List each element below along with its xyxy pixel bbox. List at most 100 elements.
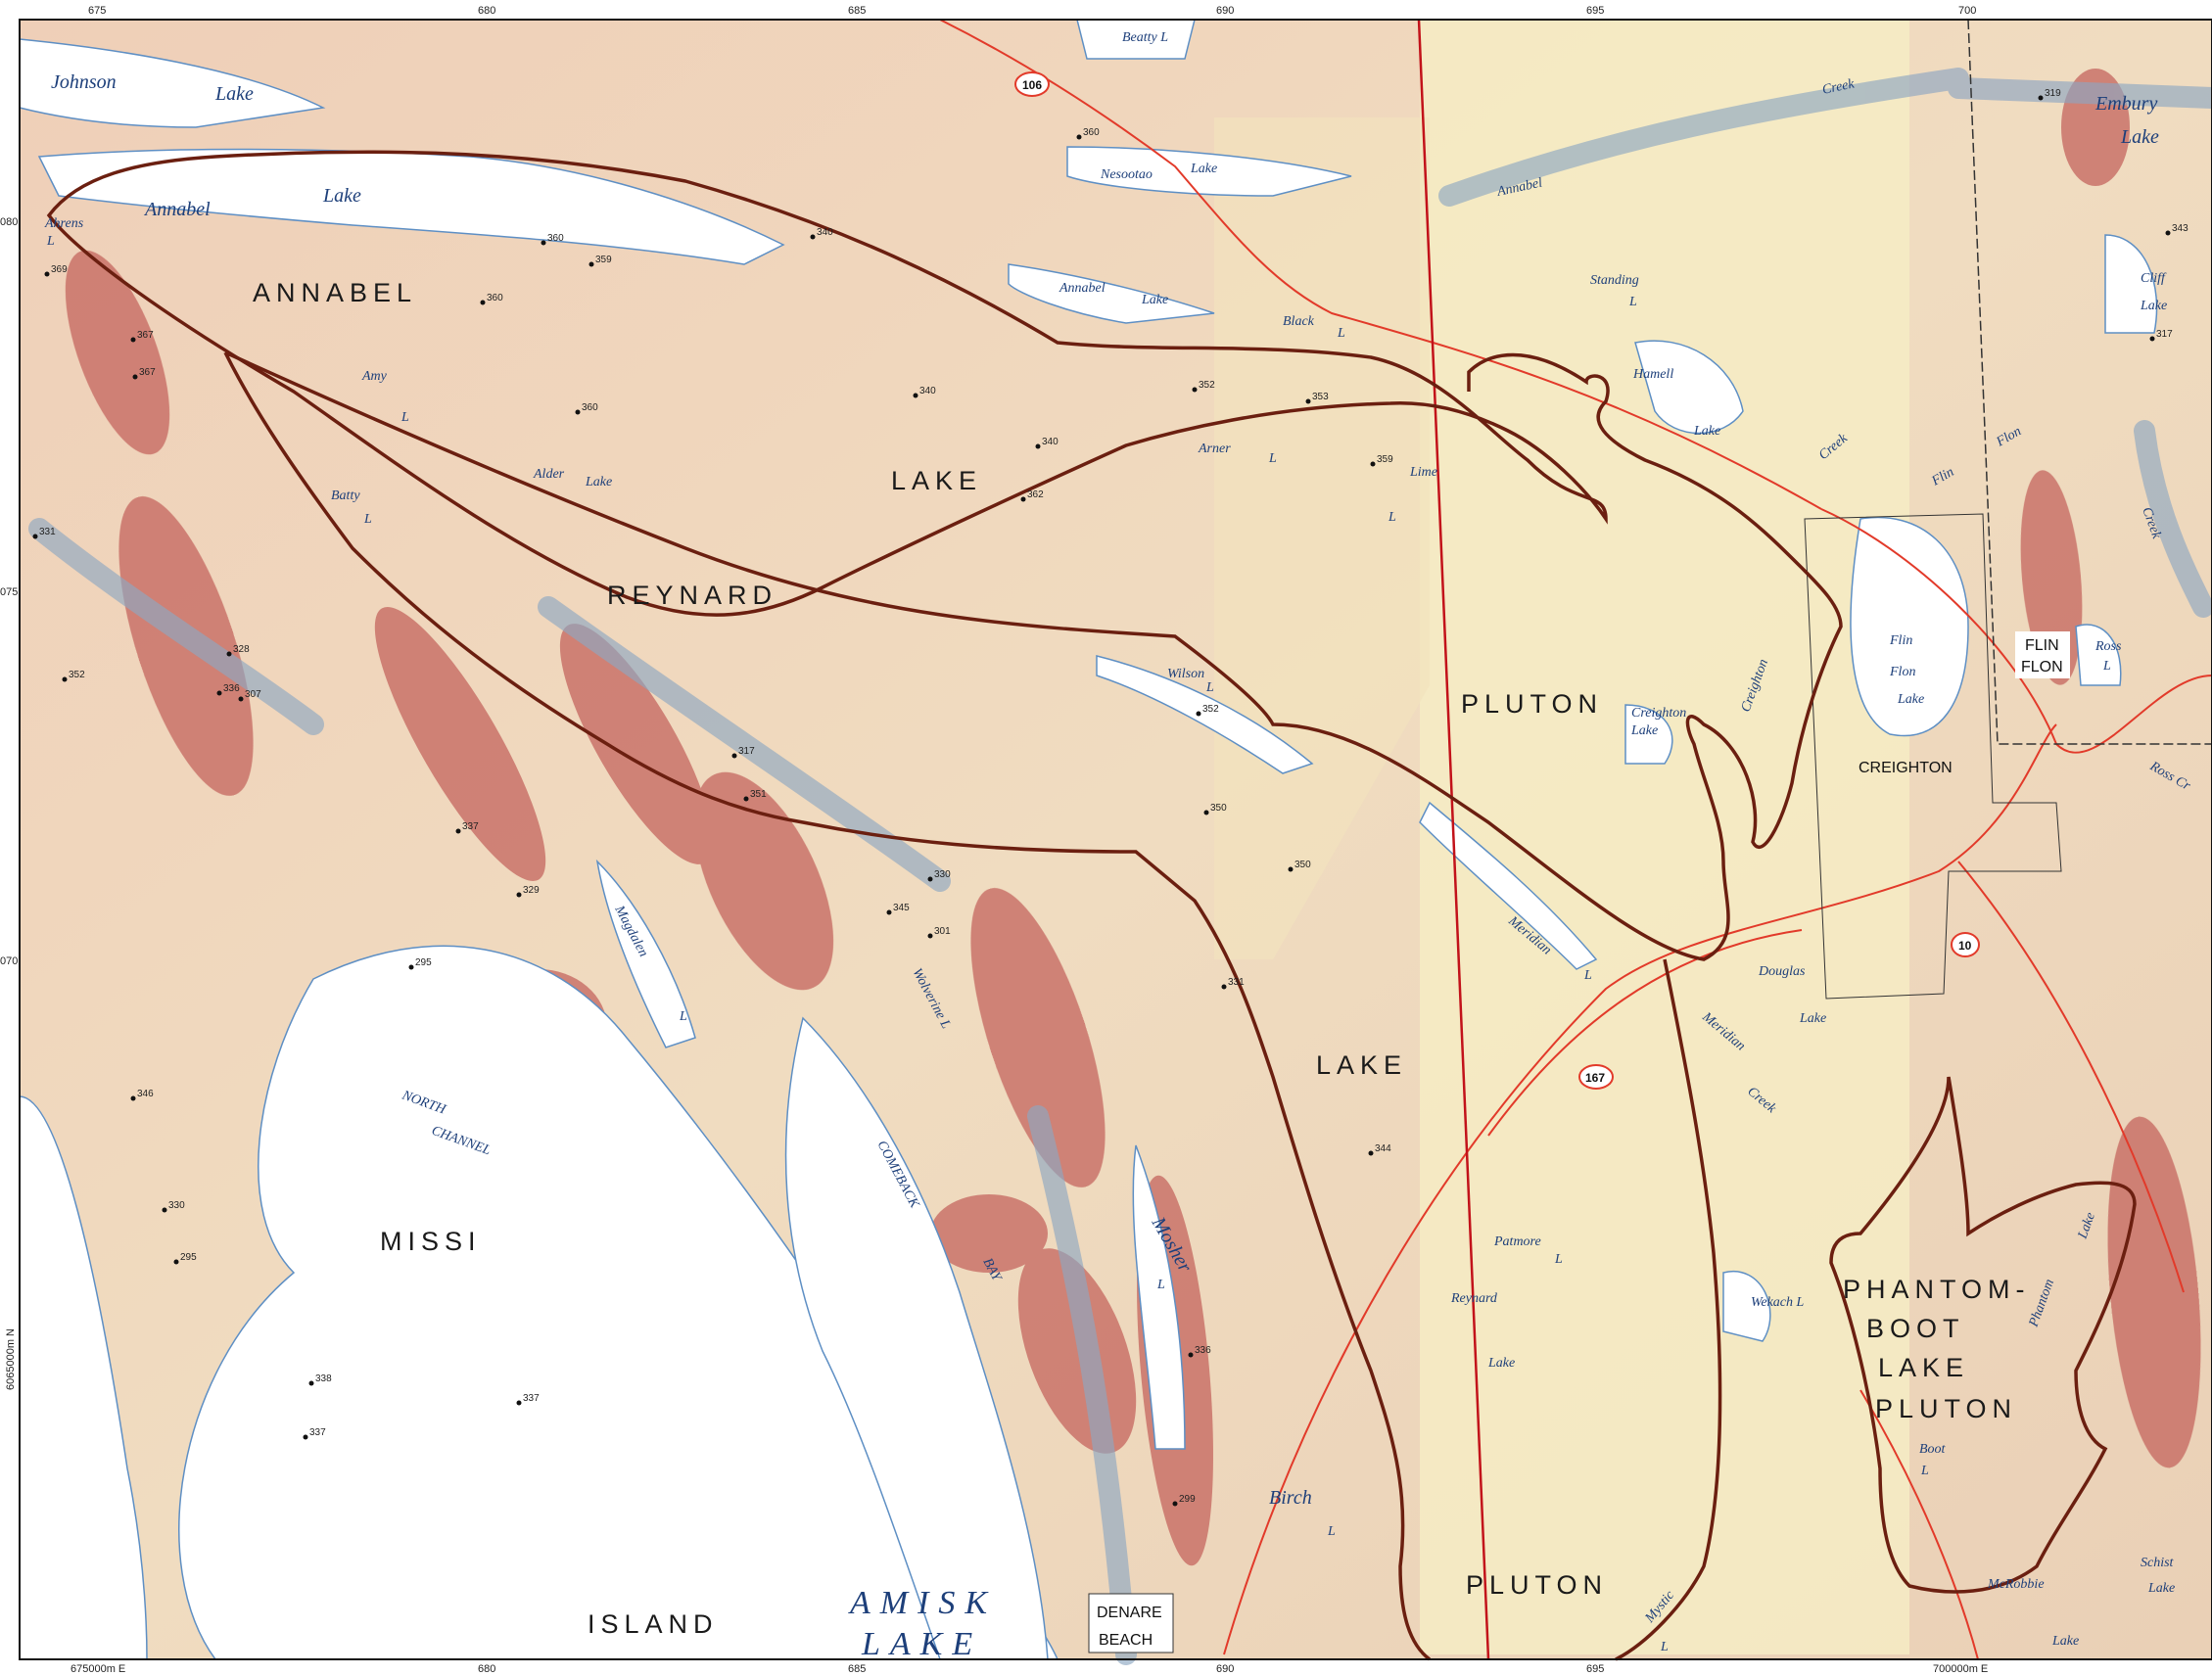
spot-elevation-value: 359 bbox=[595, 255, 612, 265]
svg-text:L: L bbox=[1268, 451, 1277, 466]
spot-elevation-point bbox=[303, 1434, 308, 1440]
spot-elevation-value: 360 bbox=[582, 402, 598, 413]
svg-text:675: 675 bbox=[88, 5, 106, 17]
spot-elevation-value: 367 bbox=[137, 330, 154, 341]
spot-elevation-point bbox=[810, 234, 816, 240]
nesootao-lake bbox=[1066, 146, 1352, 197]
spot-elevation-value: 331 bbox=[39, 527, 56, 537]
spot-elevation-value: 299 bbox=[1179, 1494, 1196, 1505]
pluton-labels: ANNABEL LAKE REYNARD PLUTON LAKE PLUTON … bbox=[253, 278, 2025, 1639]
spot-elevation-value: 343 bbox=[2172, 223, 2188, 234]
spot-elevation-point bbox=[162, 1207, 167, 1213]
svg-text:Hamell: Hamell bbox=[1632, 367, 1673, 382]
spot-elevation-point bbox=[1221, 984, 1227, 990]
annabel-lake bbox=[37, 148, 785, 265]
svg-text:Beatty L: Beatty L bbox=[1122, 30, 1168, 45]
svg-text:Lake: Lake bbox=[1141, 293, 1168, 307]
spot-elevation-value: 337 bbox=[462, 821, 479, 832]
label-boot: BOOT bbox=[1866, 1314, 1965, 1343]
svg-text:6065000m N: 6065000m N bbox=[5, 1328, 17, 1390]
svg-text:Embury: Embury bbox=[2094, 93, 2157, 115]
svg-text:680: 680 bbox=[478, 1663, 495, 1675]
svg-text:L: L bbox=[1156, 1278, 1165, 1292]
annabel-small-lake bbox=[1008, 263, 1215, 324]
town-flin: FLIN bbox=[2025, 637, 2059, 654]
spot-elevation-value: 301 bbox=[934, 926, 951, 937]
coordinate-ticks: 675 680 685 690 695 700 675000m E 680 68… bbox=[0, 5, 1988, 1675]
svg-text:Cliff: Cliff bbox=[2141, 271, 2167, 286]
spot-elevation-point bbox=[238, 696, 244, 702]
spot-elevation-value: 317 bbox=[2156, 329, 2173, 340]
town-beach: BEACH bbox=[1099, 1632, 1153, 1649]
provincial-boundary bbox=[1967, 19, 2212, 745]
svg-text:695: 695 bbox=[1586, 5, 1604, 17]
spot-elevation-value: 337 bbox=[523, 1393, 540, 1404]
svg-text:L: L bbox=[1337, 326, 1345, 341]
spot-elevation-point bbox=[1076, 134, 1082, 140]
spot-elevation-value: 344 bbox=[1375, 1143, 1391, 1154]
svg-text:McRobbie: McRobbie bbox=[1987, 1577, 2045, 1592]
pluton-outlines bbox=[46, 150, 2137, 1661]
spot-elevation-point bbox=[1368, 1150, 1374, 1156]
spot-elevation-value: 345 bbox=[893, 903, 910, 913]
spot-elevation-point bbox=[32, 534, 38, 539]
lakes bbox=[19, 19, 2158, 1660]
svg-text:Patmore: Patmore bbox=[1493, 1234, 1541, 1249]
wekach-lake bbox=[1722, 1270, 1771, 1342]
svg-text:Lake: Lake bbox=[322, 185, 361, 207]
spot-elevation-value: 336 bbox=[223, 683, 240, 694]
svg-text:L: L bbox=[1205, 680, 1214, 695]
svg-text:Standing: Standing bbox=[1590, 273, 1639, 288]
spot-elevation-point bbox=[1288, 866, 1294, 872]
spot-elevation-value: 353 bbox=[1312, 392, 1329, 402]
spot-elevation-value: 360 bbox=[547, 233, 564, 244]
svg-text:Lake: Lake bbox=[1799, 1011, 1826, 1026]
svg-text:Creek: Creek bbox=[1821, 76, 1857, 98]
svg-text:L: L bbox=[1660, 1640, 1669, 1654]
svg-text:Lake: Lake bbox=[1190, 162, 1217, 176]
mosher-lake bbox=[1132, 1144, 1186, 1450]
svg-text:Alder: Alder bbox=[533, 467, 565, 482]
svg-text:Annabel: Annabel bbox=[143, 199, 211, 220]
highway-shields: 106 167 10 bbox=[1014, 71, 1980, 1090]
svg-text:685: 685 bbox=[848, 5, 866, 17]
spot-elevation-point bbox=[132, 374, 138, 380]
spot-elevation-value: 330 bbox=[168, 1200, 185, 1211]
spot-elevation-value: 369 bbox=[51, 264, 68, 275]
svg-text:Arner: Arner bbox=[1198, 442, 1231, 456]
label-pluton-pb: PLUTON bbox=[1875, 1394, 2017, 1423]
label-lake-upper: LAKE bbox=[891, 466, 982, 495]
annabel-pluton-outline bbox=[46, 150, 1608, 617]
hwy-167: 167 bbox=[1585, 1071, 1605, 1085]
svg-text:Boot: Boot bbox=[1919, 1442, 1947, 1457]
label-lake-pb: LAKE bbox=[1878, 1353, 1969, 1382]
svg-text:Lake: Lake bbox=[1630, 723, 1658, 738]
spot-elevation-point bbox=[408, 964, 414, 970]
svg-text:L: L bbox=[1628, 295, 1637, 309]
spot-elevation-value: 360 bbox=[1083, 127, 1100, 138]
label-pluton-mid: PLUTON bbox=[1461, 689, 1603, 719]
svg-text:Reynard: Reynard bbox=[1450, 1291, 1498, 1306]
spot-elevation-point bbox=[226, 651, 232, 657]
spot-elevation-point bbox=[216, 690, 222, 696]
svg-text:L: L bbox=[1583, 968, 1592, 983]
spot-elevations: 3603593603603403403403523533603593623693… bbox=[32, 88, 2188, 1507]
spot-elevation-point bbox=[173, 1259, 179, 1265]
reynard-east-margin bbox=[1615, 958, 1722, 1661]
spot-elevation-point bbox=[516, 1400, 522, 1406]
spot-elevation-point bbox=[575, 409, 581, 415]
svg-text:L: L bbox=[1554, 1252, 1563, 1267]
svg-text:Lake: Lake bbox=[1693, 424, 1720, 439]
svg-text:L: L bbox=[2102, 659, 2111, 674]
spot-elevation-point bbox=[1370, 461, 1376, 467]
spot-elevation-point bbox=[886, 909, 892, 915]
svg-text:695: 695 bbox=[1586, 1663, 1604, 1675]
hwy-10: 10 bbox=[1958, 939, 1972, 953]
label-island: ISLAND bbox=[588, 1609, 719, 1639]
svg-text:Lake: Lake bbox=[1487, 1356, 1515, 1371]
hwy-106: 106 bbox=[1022, 78, 1042, 92]
spot-elevation-point bbox=[308, 1380, 314, 1386]
spot-elevation-point bbox=[480, 300, 486, 305]
svg-text:Schist: Schist bbox=[2141, 1556, 2175, 1570]
spot-elevation-point bbox=[2149, 336, 2155, 342]
